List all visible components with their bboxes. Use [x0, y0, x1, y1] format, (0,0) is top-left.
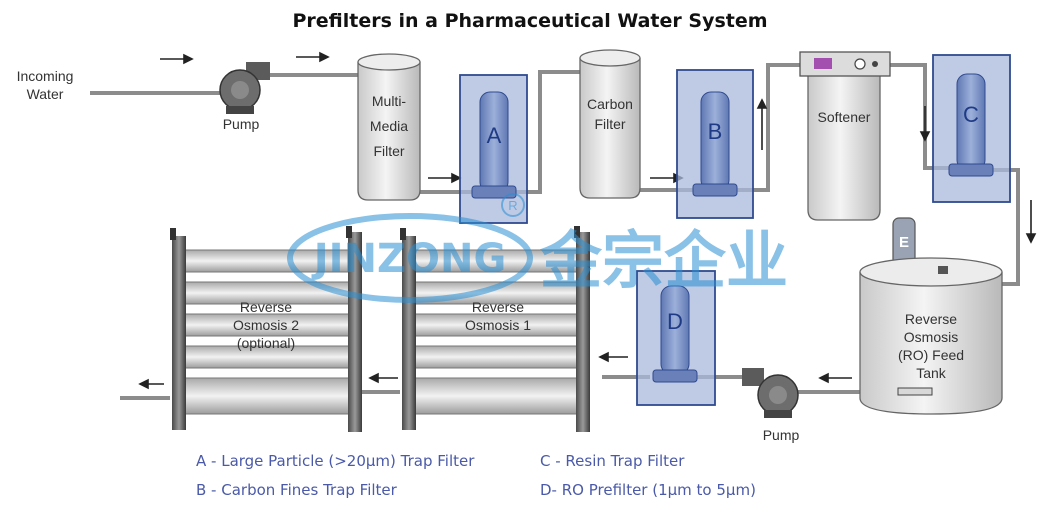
- legend-item-c: C - Resin Trap Filter: [540, 452, 685, 470]
- label-softener: Softener: [818, 109, 871, 125]
- label-ro2-1: Reverse: [240, 299, 292, 315]
- legend-item-a: A - Large Particle (>20µm) Trap Filter: [196, 452, 475, 470]
- filter-a: [459, 74, 528, 224]
- flow-arrows: [138, 51, 1037, 390]
- label-tank-2: Osmosis: [904, 329, 958, 345]
- label-multimedia-2: Media: [370, 118, 408, 134]
- arrow-right-icon: [160, 53, 194, 65]
- label-carbon-1: Carbon: [587, 96, 633, 112]
- watermark-registered: R: [508, 198, 517, 213]
- filter-d: [636, 270, 716, 406]
- pump-bottom: [742, 368, 799, 418]
- multimedia-filter: [357, 53, 421, 201]
- label-carbon-2: Filter: [594, 116, 625, 132]
- watermark-chinese: 金宗企业: [539, 224, 788, 297]
- softener-vessel: [799, 51, 891, 221]
- arrow-down-icon: [1025, 200, 1037, 244]
- ro-unit-2: [170, 226, 362, 432]
- filter-b-letter: B: [708, 119, 723, 144]
- carbon-filter: [579, 49, 641, 199]
- filter-c: [932, 54, 1011, 203]
- arrow-left-icon: [818, 372, 852, 384]
- component-labels: Incoming Water Pump Multi- Media Filter …: [17, 68, 964, 443]
- legend-item-d: D- RO Prefilter (1µm to 5µm): [540, 481, 756, 499]
- arrow-left-icon: [138, 378, 164, 390]
- watermark-latin: JINZONG: [311, 236, 507, 282]
- ro-unit-1: [400, 226, 590, 432]
- label-tank-4: Tank: [916, 365, 947, 381]
- label-incoming-water-2: Water: [27, 86, 64, 102]
- diagram-title: Prefilters in a Pharmaceutical Water Sys…: [292, 10, 768, 32]
- label-ro2-2: Osmosis 2: [233, 317, 299, 333]
- label-tank-3: (RO) Feed: [898, 347, 964, 363]
- jinzong-watermark-logo: JINZONG R 金宗企业: [287, 193, 788, 303]
- arrow-up-icon: [756, 98, 768, 150]
- label-tank-marker: E: [899, 234, 909, 251]
- filter-b: [676, 69, 754, 219]
- arrow-left-icon: [368, 372, 398, 384]
- arrow-left-icon: [598, 351, 628, 363]
- label-incoming-water-1: Incoming: [17, 68, 74, 84]
- pump-top: [219, 62, 270, 114]
- ro-feed-tank: [859, 217, 1003, 415]
- label-ro1-2: Osmosis 1: [465, 317, 531, 333]
- filter-letter-labels: A B C D: [487, 102, 979, 334]
- filter-d-letter: D: [667, 309, 683, 334]
- filter-c-letter: C: [963, 102, 979, 127]
- arrow-down-icon: [919, 106, 931, 142]
- legend-item-b: B - Carbon Fines Trap Filter: [196, 481, 397, 499]
- label-pump-bottom: Pump: [763, 427, 800, 443]
- label-multimedia-1: Multi-: [372, 93, 407, 109]
- arrow-right-icon: [428, 172, 462, 184]
- label-ro2-3: (optional): [237, 335, 295, 351]
- filter-a-letter: A: [487, 123, 502, 148]
- label-multimedia-3: Filter: [373, 143, 404, 159]
- arrow-right-icon: [296, 51, 330, 63]
- label-pump-top: Pump: [223, 116, 260, 132]
- label-tank-1: Reverse: [905, 311, 957, 327]
- label-ro1-1: Reverse: [472, 299, 524, 315]
